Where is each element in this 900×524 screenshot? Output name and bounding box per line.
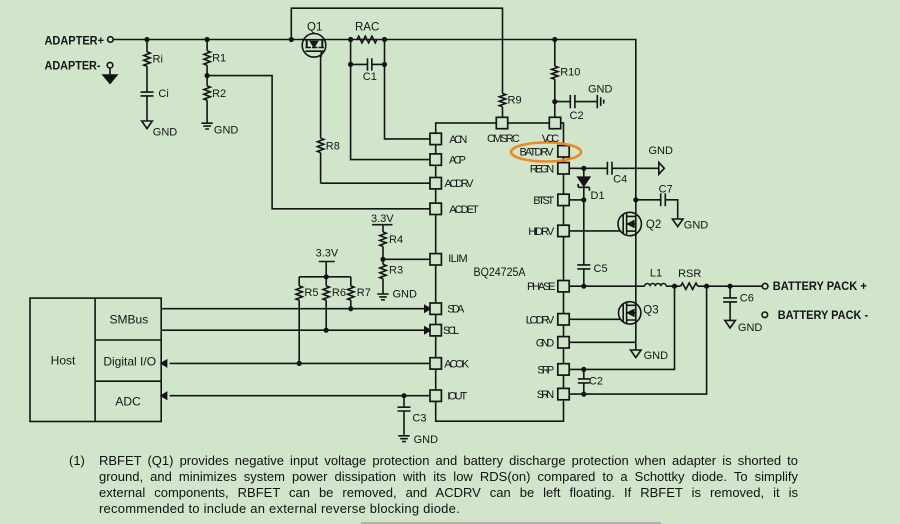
svg-text:Q3: Q3 bbox=[643, 305, 658, 317]
svg-text:C6: C6 bbox=[740, 293, 754, 305]
svg-text:ACDET: ACDET bbox=[449, 204, 479, 216]
svg-text:VCC: VCC bbox=[542, 133, 560, 145]
svg-text:GND: GND bbox=[536, 337, 555, 349]
svg-text:ADAPTER-: ADAPTER- bbox=[45, 59, 101, 73]
svg-text:BQ24725A: BQ24725A bbox=[474, 265, 526, 279]
svg-text:C2: C2 bbox=[589, 375, 603, 387]
svg-text:GND: GND bbox=[644, 350, 669, 362]
svg-text:RSR: RSR bbox=[678, 268, 701, 280]
svg-text:R2: R2 bbox=[212, 88, 226, 100]
svg-text:ADC: ADC bbox=[115, 394, 141, 408]
svg-text:SRN: SRN bbox=[537, 389, 555, 401]
svg-text:GND: GND bbox=[393, 289, 418, 301]
svg-text:C3: C3 bbox=[412, 412, 426, 424]
svg-text:Ci: Ci bbox=[158, 88, 168, 100]
svg-text:GND: GND bbox=[649, 145, 674, 157]
svg-text:BTST: BTST bbox=[533, 195, 554, 207]
svg-text:ACDRV: ACDRV bbox=[445, 178, 475, 190]
svg-text:GND: GND bbox=[684, 220, 709, 232]
svg-text:C5: C5 bbox=[594, 263, 608, 275]
svg-text:R1: R1 bbox=[212, 52, 226, 64]
svg-text:BATTERY PACK -: BATTERY PACK - bbox=[778, 308, 869, 322]
svg-text:R5: R5 bbox=[304, 287, 318, 299]
svg-text:ACN: ACN bbox=[449, 134, 467, 146]
svg-text:R10: R10 bbox=[560, 67, 580, 79]
svg-text:C7: C7 bbox=[659, 184, 673, 196]
svg-text:PHASE: PHASE bbox=[527, 281, 556, 293]
svg-text:R6: R6 bbox=[332, 287, 346, 299]
svg-text:GND: GND bbox=[414, 434, 439, 446]
svg-text:REGN: REGN bbox=[530, 163, 555, 175]
svg-text:SDA: SDA bbox=[447, 304, 465, 316]
svg-text:C4: C4 bbox=[613, 173, 627, 185]
svg-text:ACP: ACP bbox=[449, 155, 466, 167]
svg-text:ACOK: ACOK bbox=[444, 358, 470, 370]
svg-text:BATTERY PACK +: BATTERY PACK + bbox=[773, 279, 867, 293]
svg-text:Ri: Ri bbox=[153, 53, 163, 65]
svg-text:Q2: Q2 bbox=[646, 219, 661, 231]
svg-text:Q1: Q1 bbox=[307, 22, 322, 34]
svg-text:R7: R7 bbox=[357, 287, 371, 299]
svg-text:RAC: RAC bbox=[355, 22, 379, 34]
svg-text:IOUT: IOUT bbox=[447, 391, 467, 403]
svg-text:GND: GND bbox=[738, 322, 763, 334]
svg-text:HIDRV: HIDRV bbox=[528, 226, 555, 238]
svg-text:D1: D1 bbox=[591, 190, 605, 202]
svg-text:R8: R8 bbox=[326, 140, 340, 152]
svg-text:LODRV: LODRV bbox=[526, 314, 555, 326]
svg-text:SMBus: SMBus bbox=[110, 312, 149, 326]
svg-text:Host: Host bbox=[51, 353, 76, 367]
svg-text:L1: L1 bbox=[650, 268, 662, 280]
svg-text:3.3V: 3.3V bbox=[316, 247, 339, 259]
svg-text:Digital I/O: Digital I/O bbox=[103, 355, 156, 369]
svg-text:C2: C2 bbox=[570, 110, 584, 122]
svg-text:GND: GND bbox=[588, 83, 613, 95]
svg-text:R4: R4 bbox=[389, 234, 403, 246]
svg-text:C1: C1 bbox=[363, 71, 377, 83]
svg-text:R9: R9 bbox=[508, 94, 522, 106]
svg-text:R3: R3 bbox=[389, 265, 403, 277]
svg-text:SRP: SRP bbox=[537, 364, 554, 376]
svg-text:SCL: SCL bbox=[443, 325, 459, 337]
svg-text:ILIM: ILIM bbox=[448, 253, 468, 265]
svg-text:3.3V: 3.3V bbox=[371, 213, 394, 225]
svg-text:GND: GND bbox=[153, 127, 178, 139]
svg-text:ADAPTER+: ADAPTER+ bbox=[45, 34, 105, 48]
svg-text:GND: GND bbox=[214, 125, 239, 137]
svg-text:BATDRV: BATDRV bbox=[520, 146, 555, 158]
svg-text:CMSRC: CMSRC bbox=[487, 133, 520, 145]
